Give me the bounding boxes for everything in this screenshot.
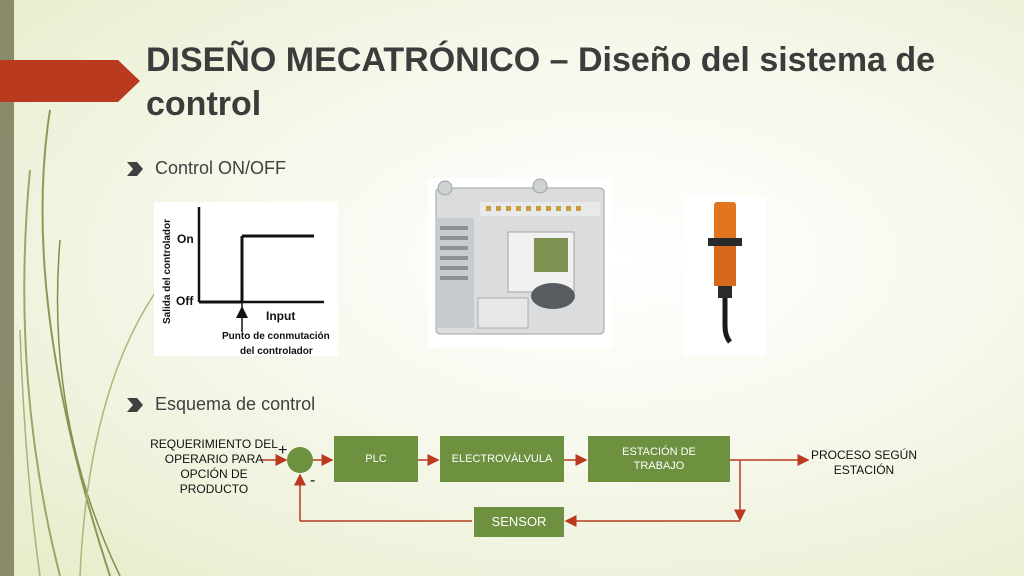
plc-block: PLC (334, 436, 418, 482)
bullet-text: Control ON/OFF (155, 158, 287, 178)
bullet-text: Esquema de control (155, 394, 316, 414)
input-requirement-text: REQUERIMIENTO DEL OPERARIO PARA OPCIÓN D… (150, 437, 278, 496)
onoff-graph-drawing: Salida del controlador On Off Input Punt… (162, 207, 330, 357)
work-station-block: ESTACIÓN DE TRABAJO (588, 436, 730, 482)
bullet-control-onoff: Control ON/OFF (127, 158, 286, 179)
electrovalve-block: ELECTROVÁLVULA (440, 436, 564, 482)
bullet-arrow-icon (127, 397, 143, 412)
inductive-sensor-image (684, 196, 766, 356)
title-accent-arrow (0, 60, 140, 102)
bullet-control-scheme: Esquema de control (127, 394, 315, 415)
slide-title: DISEÑO MECATRÓNICO – Diseño del sistema … (146, 41, 936, 123)
graph-off-label: Off (176, 294, 194, 308)
plus-sign: + (278, 442, 288, 459)
minus-sign: - (310, 472, 316, 489)
graph-ylabel: Salida del controlador (162, 219, 173, 324)
graph-on-label: On (177, 232, 194, 246)
onoff-graph: Salida del controlador On Off Input Punt… (154, 202, 338, 357)
summing-junction (287, 447, 313, 473)
graph-switch-label-1: Punto de conmutación (222, 331, 330, 342)
sensor-block: SENSOR (474, 507, 564, 537)
graph-input-label: Input (266, 309, 295, 323)
plc-image (428, 178, 612, 348)
output-process-text: PROCESO SEGÚN ESTACIÓN (810, 448, 918, 477)
bullet-arrow-icon (127, 161, 143, 176)
decorative-curves (19, 109, 191, 576)
left-decorative-bar (0, 0, 14, 576)
graph-switch-label-2: del controlador (240, 346, 313, 356)
